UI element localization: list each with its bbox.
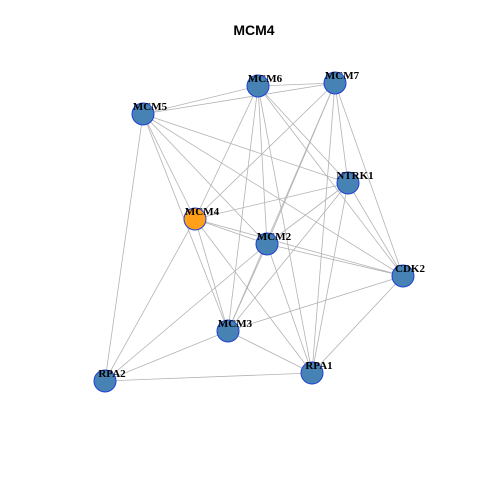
node-label-rpa2: RPA2 [98, 368, 126, 380]
edge-ntrk1-cdk2 [347, 182, 404, 277]
node-label-ntrk1: NTRK1 [336, 170, 373, 182]
edge-mcm2-mcm3 [227, 243, 268, 332]
node-label-rpa1: RPA1 [305, 360, 332, 372]
edge-layer [104, 82, 404, 382]
edge-mcm7-rpa1 [311, 82, 336, 374]
node-label-cdk2: CDK2 [395, 263, 425, 275]
node-mcm3 [216, 319, 240, 343]
node-label-mcm6: MCM6 [248, 73, 283, 85]
edge-mcm6-mcm4 [194, 85, 259, 220]
edge-mcm4-cdk2 [194, 218, 404, 277]
node-layer [93, 71, 415, 393]
edge-mcm5-cdk2 [142, 113, 404, 277]
node-ntrk1 [336, 171, 360, 195]
edge-ntrk1-mcm3 [227, 182, 349, 332]
edge-mcm6-mcm3 [227, 85, 259, 332]
node-mcm4 [183, 207, 207, 231]
edge-mcm5-mcm4 [142, 113, 196, 220]
edge-mcm7-ntrk1 [334, 82, 349, 184]
node-label-mcm7: MCM7 [325, 70, 360, 82]
edge-mcm7-mcm3 [227, 82, 336, 332]
node-label-mcm4: MCM4 [185, 206, 220, 218]
edge-rpa2-rpa1 [104, 372, 313, 382]
node-mcm2 [255, 232, 279, 256]
edge-mcm5-ntrk1 [142, 113, 349, 184]
edge-cdk2-rpa1 [311, 275, 404, 374]
edge-mcm7-cdk2 [334, 82, 404, 277]
node-cdk2 [391, 264, 415, 288]
node-rpa2 [93, 369, 117, 393]
edge-mcm2-rpa2 [104, 243, 268, 382]
node-mcm7 [323, 71, 347, 95]
edge-mcm5-mcm2 [142, 113, 268, 245]
edge-mcm6-cdk2 [257, 85, 404, 277]
edge-ntrk1-rpa1 [311, 182, 349, 374]
node-label-mcm2: MCM2 [257, 231, 292, 243]
edge-mcm3-rpa1 [227, 330, 313, 374]
edge-mcm4-rpa2 [104, 218, 196, 382]
node-rpa1 [300, 361, 324, 385]
edge-mcm6-mcm5 [142, 85, 259, 115]
edge-mcm7-mcm4 [194, 82, 336, 220]
edge-mcm2-rpa1 [266, 243, 313, 374]
edge-mcm3-rpa2 [104, 330, 229, 382]
edge-mcm6-mcm2 [257, 85, 268, 245]
edge-ntrk1-mcm2 [266, 182, 349, 245]
edge-mcm5-rpa2 [104, 113, 144, 382]
node-label-mcm5: MCM5 [133, 101, 168, 113]
node-label-mcm3: MCM3 [218, 318, 253, 330]
edge-mcm6-mcm7 [257, 82, 336, 87]
edge-mcm4-mcm3 [194, 218, 229, 332]
edge-ntrk1-mcm4 [194, 182, 349, 220]
graph-title: MCM4 [233, 22, 274, 38]
edge-mcm4-rpa1 [194, 218, 313, 374]
edge-mcm2-cdk2 [266, 243, 404, 277]
edge-cdk2-mcm3 [227, 275, 404, 332]
node-mcm5 [131, 102, 155, 126]
node-mcm6 [246, 74, 270, 98]
edge-mcm4-mcm2 [194, 218, 268, 245]
edge-mcm6-ntrk1 [257, 85, 349, 184]
edge-mcm7-mcm5 [142, 82, 336, 115]
edge-mcm6-rpa1 [257, 85, 313, 374]
